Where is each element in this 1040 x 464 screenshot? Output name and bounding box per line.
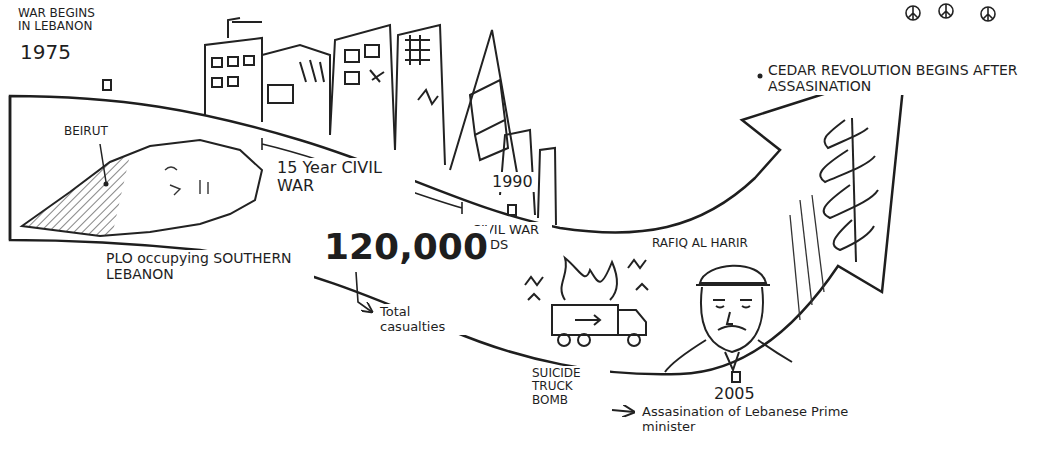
truck-arrow (575, 315, 600, 325)
fire (561, 258, 617, 300)
year-marker (732, 372, 740, 382)
building-windows (345, 45, 384, 84)
hat-brim (696, 284, 770, 286)
timeline-arrow (10, 68, 905, 374)
peace-symbol (981, 7, 995, 21)
cedar-layer (824, 120, 868, 148)
year-marker (508, 205, 516, 215)
truck-wheel (578, 334, 590, 346)
year-marker (103, 80, 111, 90)
cedar-layer (824, 185, 878, 218)
bomb-to-assassination-arrow (612, 410, 634, 412)
map-outline (22, 140, 262, 236)
cedar-trunk (852, 118, 856, 262)
explosion-marks (525, 260, 648, 300)
arrow-tail (9, 96, 12, 240)
eyes (713, 300, 752, 308)
truck-bomb (525, 258, 648, 346)
building-windows (268, 60, 324, 103)
building (330, 25, 395, 150)
falling-block (470, 80, 508, 160)
hariri-portrait (665, 266, 792, 372)
beirut-leader (100, 144, 106, 182)
hatch-line (812, 195, 824, 292)
peace-symbols (906, 4, 995, 21)
nose-moustache (718, 312, 746, 330)
ruined-wall (538, 148, 556, 225)
hatch-line (800, 200, 812, 305)
bullet-dot (758, 74, 763, 79)
hatch-line (790, 215, 800, 320)
peace-symbol-lines (983, 7, 993, 21)
casualty-number: 120,000 (322, 226, 490, 268)
building (262, 45, 330, 135)
casualties-arrow (356, 272, 372, 312)
building (205, 38, 262, 128)
truck-cab (618, 310, 646, 335)
ruined-tower (450, 30, 520, 190)
event-note: PLO occupying SOUTHERN LEBANON (104, 250, 314, 283)
year-label: 2005 (712, 384, 757, 404)
duration-bracket (262, 138, 462, 214)
cedar-layer (834, 220, 874, 250)
truck-wheel (628, 334, 640, 346)
year-label: 1975 (18, 40, 73, 64)
lebanon-map (22, 140, 262, 236)
truck-body (552, 305, 618, 335)
shoulders (665, 340, 792, 372)
building (395, 25, 445, 165)
tie (725, 352, 739, 370)
peace-symbol-lines (908, 6, 918, 20)
cedar-tree (820, 118, 878, 262)
period-label: 15 Year CIVIL WAR (275, 158, 415, 196)
map-scribbles (165, 167, 208, 195)
peace-symbol-lines (941, 4, 951, 18)
year-label: 1990 (490, 172, 535, 192)
building-crack (418, 90, 438, 104)
peace-symbol (939, 4, 953, 18)
rooftop-antenna (228, 18, 262, 38)
building-grid (405, 35, 430, 65)
building-windows (212, 56, 254, 87)
peace-symbol (906, 6, 920, 20)
event-note: Total casualties (378, 304, 470, 335)
event-note: Assasination of Lebanese Prime minister (640, 404, 870, 435)
beirut-dot (104, 182, 109, 187)
band-hatching (790, 195, 824, 320)
place-label: BEIRUT (62, 124, 110, 139)
event-note: SUICIDE TRUCK BOMB (530, 366, 610, 408)
map-hatched-area (22, 155, 130, 236)
event-note: WAR BEGINS IN LEBANON (16, 6, 112, 35)
event-heading: CEDAR REVOLUTION BEGINS AFTER ASSASINATI… (766, 62, 1028, 95)
truck-wheel (558, 334, 570, 346)
face (701, 287, 763, 352)
person-name: RAFIQ AL HARIR (650, 236, 750, 251)
hat (700, 266, 766, 283)
cedar-layer (820, 150, 875, 182)
